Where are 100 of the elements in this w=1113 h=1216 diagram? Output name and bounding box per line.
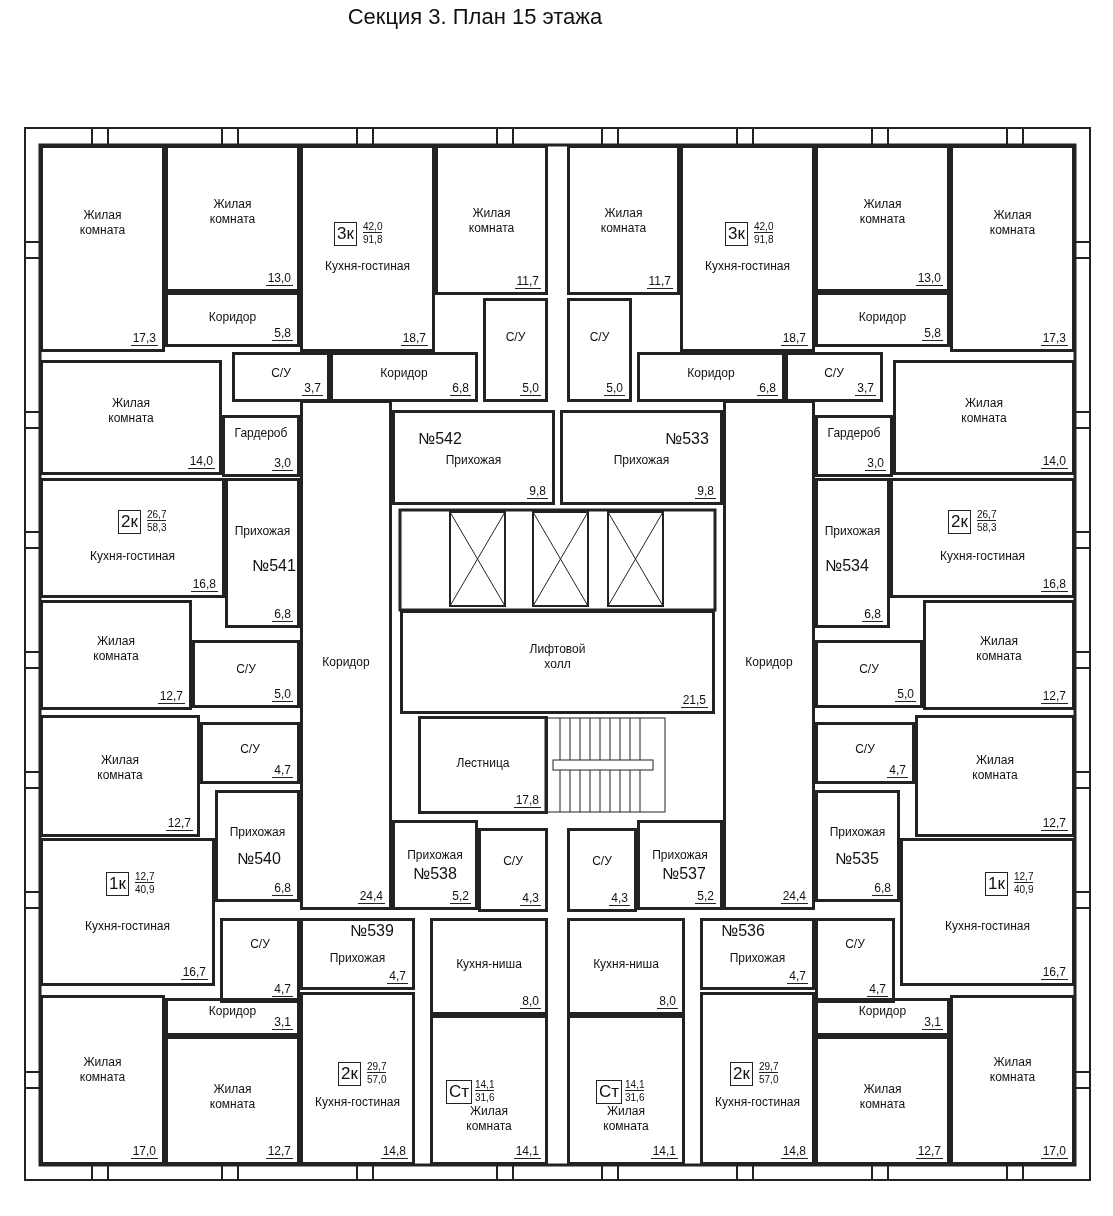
- apartment-number: №535: [835, 850, 879, 868]
- apartment-type: 2к: [948, 510, 971, 534]
- total-area: 57,0: [759, 1074, 779, 1085]
- room-name: Жилая комната: [858, 1082, 907, 1113]
- room-name: Прихожая: [233, 524, 292, 540]
- room-outline: [165, 145, 300, 292]
- apartment-type: 1к: [985, 872, 1008, 896]
- room-name: Прихожая: [651, 848, 709, 864]
- room-area: 12,7: [157, 689, 185, 704]
- room-outline: [815, 478, 890, 628]
- room-area: 4,7: [787, 969, 808, 984]
- room-area: 11,7: [514, 274, 541, 289]
- room-area: 6,8: [272, 607, 293, 622]
- room-area: 3,0: [865, 456, 886, 471]
- room-area: 17,3: [130, 331, 158, 346]
- room-outline: [430, 918, 548, 1015]
- room-name: С/У: [504, 330, 527, 346]
- room-name: С/У: [588, 330, 611, 346]
- room-outline: [815, 998, 950, 1036]
- room-name: Коридор: [857, 1004, 908, 1020]
- room-outline: [220, 918, 300, 1003]
- living-area: 42,0: [754, 221, 774, 233]
- room-name: Жилая комната: [858, 197, 907, 228]
- room-area: 14,8: [380, 1144, 408, 1159]
- room-name: Жилая комната: [988, 208, 1037, 239]
- room-outline: [40, 478, 225, 598]
- room-area: 14,0: [187, 454, 215, 469]
- room-area: 21,5: [680, 693, 708, 708]
- total-area: 31,6: [625, 1092, 645, 1103]
- apartment-type: Ст: [596, 1080, 623, 1104]
- room-area: 5,2: [450, 889, 471, 904]
- room-name: Прихожая: [828, 824, 887, 840]
- room-name: Прихожая: [228, 824, 287, 840]
- room-name: Жилая комната: [467, 205, 516, 236]
- room-outline: [165, 1036, 300, 1165]
- room-name: Жилая комната: [602, 1104, 650, 1135]
- room-name: Гардероб: [233, 426, 289, 442]
- room-area: 5,0: [895, 687, 916, 702]
- room-name: Жилая комната: [92, 634, 140, 665]
- room-outline: [40, 145, 165, 352]
- room-outline: [192, 640, 300, 708]
- apartment-number: №541: [252, 557, 296, 575]
- room-name: С/У: [235, 661, 257, 677]
- apartment-number: №536: [721, 922, 765, 940]
- room-outline: [815, 722, 915, 784]
- total-area: 58,3: [147, 522, 167, 533]
- room-area: 5,2: [695, 889, 716, 904]
- room-area: 14,1: [513, 1144, 541, 1159]
- room-outline: [232, 352, 330, 402]
- apartment-type: Ст: [446, 1080, 473, 1104]
- room-outline: [723, 400, 815, 910]
- total-area: 57,0: [367, 1074, 387, 1085]
- room-name: Кухня-гостиная: [704, 258, 791, 274]
- room-outline: [165, 292, 300, 347]
- room-area: 11,7: [646, 274, 673, 289]
- room-name: С/У: [249, 936, 271, 952]
- living-area: 29,7: [759, 1061, 779, 1073]
- room-area: 16,7: [180, 965, 208, 980]
- room-area: 24,4: [357, 889, 385, 904]
- room-outline: [40, 600, 192, 710]
- room-outline: [567, 918, 685, 1015]
- room-area: 6,8: [450, 381, 471, 396]
- apartment-type: 3к: [725, 222, 748, 246]
- room-outline: [637, 352, 785, 402]
- room-name: Прихожая: [328, 950, 387, 966]
- room-outline: [300, 918, 415, 990]
- room-name: С/У: [823, 366, 845, 381]
- room-area: 4,7: [272, 763, 293, 778]
- room-name: Жилая комната: [96, 752, 144, 783]
- room-outline: [815, 415, 893, 477]
- apartment-number: №538: [413, 865, 457, 883]
- plan-title: Секция 3. План 15 этажа: [346, 4, 604, 30]
- room-name: С/У: [854, 741, 876, 757]
- room-outline: [225, 478, 300, 628]
- room-outline: [483, 298, 548, 402]
- room-outline: [435, 145, 548, 295]
- total-area: 91,8: [754, 234, 774, 245]
- room-area: 24,4: [780, 889, 808, 904]
- room-outline: [400, 610, 715, 714]
- room-name: Кухня-ниша: [592, 957, 660, 973]
- room-name: Жилая комната: [960, 395, 1008, 426]
- room-name: Жилая комната: [208, 1082, 257, 1113]
- room-name: Прихожая: [612, 453, 671, 469]
- room-name: Коридор: [379, 366, 429, 381]
- room-area: 3,1: [922, 1015, 943, 1030]
- room-area: 3,1: [272, 1015, 293, 1030]
- room-outline: [200, 722, 300, 784]
- room-area: 9,8: [695, 484, 716, 499]
- living-area: 26,7: [147, 509, 167, 521]
- room-name: Кухня-гостиная: [314, 1095, 401, 1111]
- room-outline: [300, 145, 435, 352]
- room-name: Коридор: [207, 1004, 258, 1020]
- apartment-number: №540: [237, 850, 281, 868]
- room-name: Коридор: [744, 655, 794, 670]
- room-outline: [560, 410, 723, 505]
- total-area: 31,6: [475, 1092, 495, 1103]
- room-name: Жилая комната: [988, 1055, 1037, 1086]
- room-outline: [815, 292, 950, 347]
- room-outline: [222, 415, 300, 477]
- room-area: 12,7: [1040, 689, 1068, 704]
